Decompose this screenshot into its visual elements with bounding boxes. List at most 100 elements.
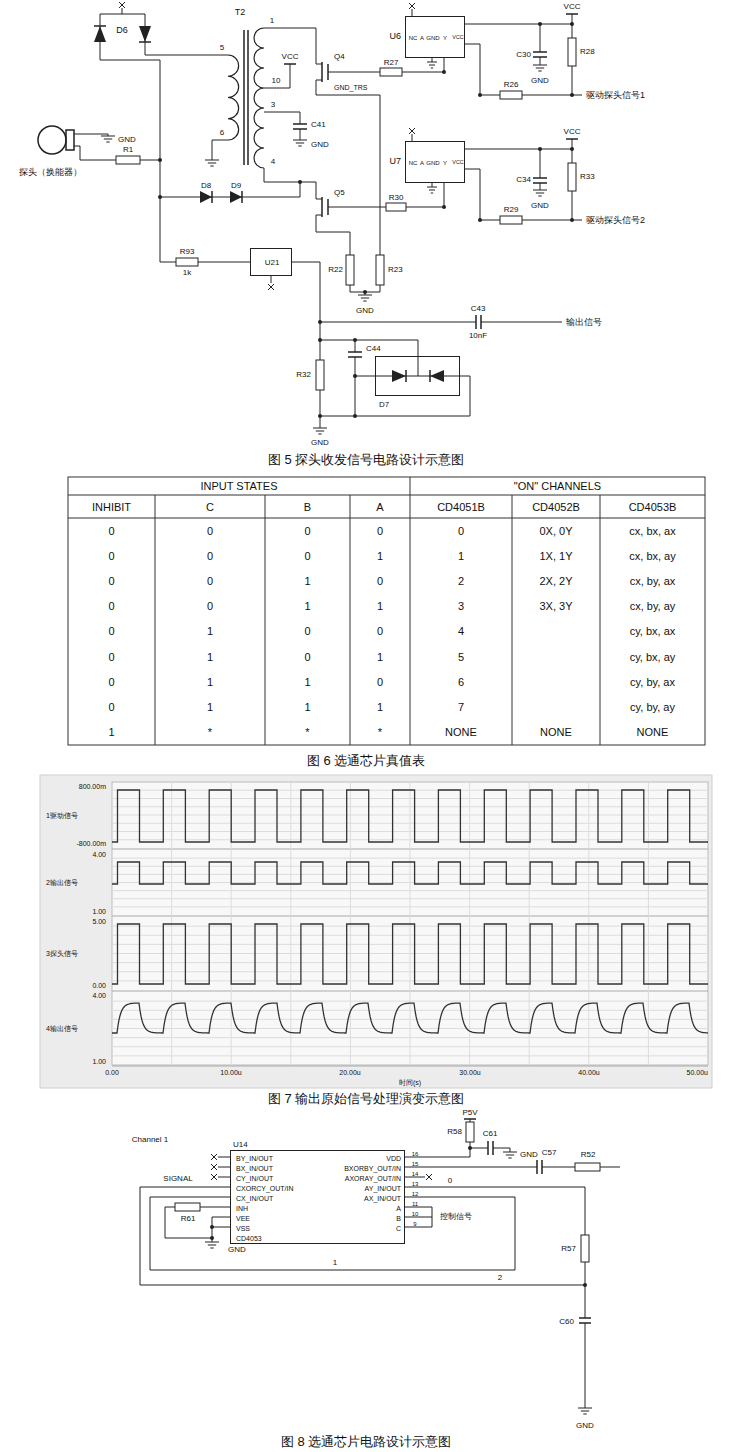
part-label: R26 (504, 81, 519, 89)
junction-dot (468, 1146, 472, 1150)
diode-symbol (392, 370, 406, 382)
wire (328, 207, 386, 208)
resistor-symbol (176, 258, 198, 266)
axis-label: 30.00u (459, 1069, 480, 1076)
no-connect-mark (426, 1174, 432, 1180)
table-cell: 0 (108, 550, 114, 561)
pin-label: VCC (452, 160, 463, 165)
part-label: D8 (201, 182, 211, 190)
part-label: 13 (412, 1181, 419, 1187)
junction-dot (478, 93, 482, 97)
figure-caption: 图 7 输出原始信号处理演变示意图 (268, 1092, 464, 1105)
ground-symbol (431, 193, 433, 194)
table-cell: 0 (207, 550, 213, 561)
wire (264, 112, 300, 124)
part-label: 1k (183, 269, 191, 277)
part-label: C61 (483, 1130, 498, 1138)
part-label: GND_TRS (334, 84, 367, 91)
wire (572, 66, 573, 95)
part-label: VCC (282, 53, 299, 61)
diode-symbol (139, 41, 151, 43)
pin-label: VDD (386, 1155, 401, 1162)
junction-dot (298, 180, 302, 184)
junction-dot (538, 22, 542, 26)
wire (465, 24, 572, 25)
wire (122, 8, 123, 14)
part-label: D9 (231, 182, 241, 190)
wire (465, 169, 480, 220)
table-cell: 1 (377, 702, 383, 713)
table-cell: 3X, 3Y (539, 601, 572, 612)
wire (493, 1148, 510, 1152)
wire (328, 72, 380, 73)
table-cell: cx, by, ay (630, 601, 676, 612)
table-cell: 0 (108, 576, 114, 587)
wire (540, 57, 541, 65)
wire (218, 1157, 230, 1158)
part-label: SIGNAL (163, 1175, 192, 1183)
ground-symbol (298, 146, 301, 147)
table-cell: NONE (445, 727, 477, 738)
table-cell: 0 (458, 525, 464, 536)
ground-symbol (210, 166, 213, 167)
table-cell: 2 (458, 576, 464, 587)
table-cell: B (304, 501, 311, 512)
capacitor-plate (579, 1317, 591, 1319)
pin-label: U21 (265, 259, 280, 267)
wire (218, 1187, 230, 1188)
table-cell: 1 (108, 727, 114, 738)
table-cell: 0X, 0Y (539, 525, 572, 536)
axis-label: 0.00 (92, 982, 106, 989)
part-label: 控制信号 (440, 1213, 472, 1221)
part-label: GND (531, 77, 549, 85)
table-cell: cx, by, ax (630, 576, 676, 587)
grid-line (290, 782, 291, 1065)
no-connect-mark (211, 1164, 217, 1170)
table-rule (512, 495, 513, 745)
ground-symbol (427, 62, 437, 63)
transformer-core (247, 30, 249, 165)
table-cell: 0 (108, 525, 114, 536)
no-connect-mark (268, 284, 274, 290)
table-cell: cy, by, ay (630, 702, 675, 713)
pin-label: BXORBY_OUT/IN (344, 1165, 401, 1172)
wire (264, 64, 290, 88)
part-label: VCC (564, 3, 581, 11)
ground-symbol (581, 1411, 589, 1412)
part-label: U7 (389, 157, 401, 166)
pin-label: NC (409, 160, 418, 166)
pin-label: VEE (236, 1215, 250, 1222)
wire (425, 1217, 432, 1218)
resistor-symbol (581, 1235, 589, 1262)
axis-label: 1.00 (92, 1058, 106, 1065)
junction-dot (538, 147, 542, 151)
wire (320, 322, 476, 323)
table-rule (68, 518, 705, 519)
wire (425, 1142, 470, 1157)
no-connect-mark (426, 1174, 432, 1180)
capacitor-plate (536, 1160, 538, 1174)
table-cell: INPUT STATES (200, 481, 277, 492)
ground-symbol (538, 71, 541, 72)
no-connect-mark (211, 1174, 217, 1180)
no-connect-mark (211, 1154, 217, 1160)
part-label: GND (311, 439, 329, 447)
part-label: 10 (412, 1211, 419, 1217)
part-label: GND (576, 1422, 594, 1430)
wire (412, 9, 413, 16)
wire (145, 14, 228, 55)
axis-label: 1驱动信号 (46, 812, 78, 819)
resistor-symbol (500, 216, 522, 224)
wire (218, 1197, 230, 1198)
wire (425, 1167, 537, 1168)
wire (200, 1207, 218, 1208)
table-cell: INHIBIT (92, 501, 131, 512)
table-cell: 0 (377, 576, 383, 587)
waveform (112, 790, 708, 842)
part-label: 9 (413, 1221, 416, 1227)
pin-label: A (420, 160, 424, 166)
pin-label: AXORAY_OUT/IN (345, 1175, 401, 1182)
ground-symbol (208, 1245, 216, 1246)
junction-dot (158, 195, 162, 199)
table-rule (155, 495, 156, 745)
